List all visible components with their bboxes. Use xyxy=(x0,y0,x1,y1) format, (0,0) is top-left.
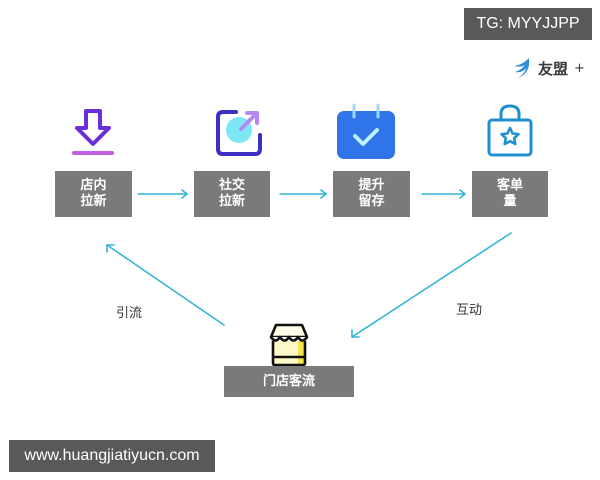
arrow-right-icon xyxy=(137,189,188,199)
bird-logo-icon xyxy=(514,58,529,78)
center-label: 门店客流 xyxy=(262,373,315,389)
step-label-line1: 提升 xyxy=(358,178,385,193)
step-box-order-value: 客单 量 xyxy=(472,171,548,217)
step-box-retention: 提升 留存 xyxy=(333,171,410,217)
step-label-line2: 拉新 xyxy=(80,194,107,209)
step-label-line2: 留存 xyxy=(358,194,385,209)
arrow-down-left-icon xyxy=(351,232,512,338)
step-label-line1: 社交 xyxy=(218,178,245,193)
share-external-icon xyxy=(216,110,262,156)
storefront-icon xyxy=(269,323,309,367)
step-label-line1: 店内 xyxy=(80,178,107,193)
brand-logo: 友盟 + xyxy=(512,55,585,81)
calendar-check-icon xyxy=(337,103,395,159)
watermark-url: www.huangjiatiyucn.com xyxy=(9,440,215,472)
edge-label-interaction: 互动 xyxy=(456,303,483,318)
step-box-social-acquisition: 社交 拉新 xyxy=(194,171,270,217)
step-label-line1: 客单 xyxy=(496,178,523,193)
step-box-store-acquisition: 店内 拉新 xyxy=(55,171,132,217)
arrow-up-left-icon xyxy=(106,244,225,326)
center-box-store-traffic: 门店客流 xyxy=(224,366,354,397)
brand-plus: + xyxy=(574,60,585,76)
watermark-tg: TG: MYYJJPP xyxy=(464,8,592,40)
download-icon xyxy=(72,109,114,155)
edge-label-traffic: 引流 xyxy=(116,306,143,321)
step-label-line2: 拉新 xyxy=(218,194,245,209)
arrow-right-icon xyxy=(279,189,327,199)
step-label-line2: 量 xyxy=(503,194,517,209)
brand-name: 友盟 xyxy=(538,59,569,78)
arrow-right-icon xyxy=(421,189,466,199)
shopping-bag-star-icon xyxy=(487,104,533,157)
